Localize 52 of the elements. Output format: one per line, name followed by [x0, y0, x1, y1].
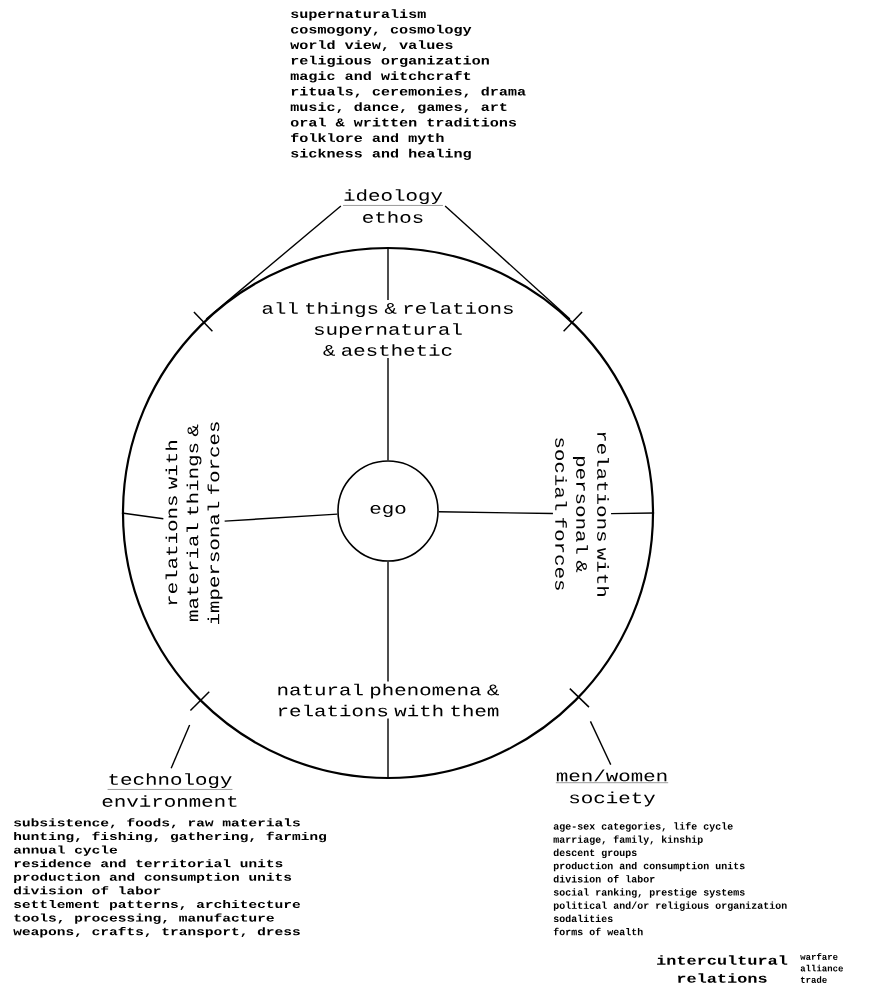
domain-label: relations with material things & impersonal forces — [165, 422, 223, 625]
node-label: religious organization — [291, 55, 489, 67]
node-label: oral & written traditions — [290, 117, 517, 127]
node-label: production and consumption units — [14, 872, 292, 884]
connector-line — [223, 513, 338, 522]
node-label: marriage, family, kinship — [553, 835, 703, 845]
node-label: social ranking, prestige systems — [553, 888, 745, 898]
node-label: folklore and myth — [291, 133, 444, 145]
connector-line — [387, 717, 389, 780]
heading-label: intercultural relations — [657, 955, 788, 983]
topic-list: warfare alliance trade — [800, 953, 843, 983]
node-label: supernaturalism — [291, 9, 426, 21]
node-label: annual cycle — [13, 845, 118, 856]
node-label: subsistence, foods, raw materials — [14, 818, 300, 829]
node-label: production and consumption units — [553, 861, 745, 872]
connector-line — [444, 205, 571, 320]
domain-label: natural phenomena & relations with them — [278, 683, 499, 717]
node-label: political and/or religious organization — [553, 901, 787, 911]
node-label: tools, processing, manufacture — [14, 913, 274, 924]
heading-label: men/women society — [555, 769, 669, 807]
connector-line — [121, 512, 165, 520]
heading-label: ideology ethos — [342, 189, 444, 223]
topic-list: age-sex categories, life cycle marriage, family, kinship descent groups production and consumption units division of labor social ranking, prestige systems political and/or religious organization sodalities forms of wealth — [553, 822, 787, 936]
node-label: residence and territorial units — [14, 859, 283, 868]
connector-line — [205, 205, 342, 320]
topic-list: subsistence, foods, raw materials hunting, fishing, gathering, farming annual cycle residence and territorial units production and consumption units division of labor settlement patterns, architecture tools, processing, manufacture weapons, crafts, transport, dress — [13, 818, 327, 938]
domain-label: all things & relations supernatural & aesthetic — [262, 302, 513, 356]
connector-line — [170, 724, 191, 769]
node-label: magic and witchcraft — [290, 71, 471, 83]
node-label: weapons, crafts, transport, dress — [13, 927, 300, 938]
connector-line — [387, 561, 389, 683]
connector-line — [438, 511, 554, 515]
node-label: sickness and healing — [291, 148, 471, 160]
node-label: descent groups — [553, 848, 637, 859]
node-label: age-sex categories, life cycle — [553, 822, 733, 832]
connector-line — [610, 512, 655, 515]
node-label: division of labor — [553, 875, 655, 883]
node-label: forms of wealth — [553, 927, 643, 936]
topic-list: supernaturalism cosmogony, cosmology world view, values religious organization magic and witchcraft rituals, ceremonies, drama music, dance, games, art oral & written traditions folklore and myth sickness and healing — [290, 9, 526, 160]
heading-label: technology environment — [102, 773, 237, 807]
connector-line — [387, 246, 389, 301]
domain-label: relations with personal & social forces — [555, 432, 609, 596]
node-label: rituals, ceremonies, drama — [291, 86, 526, 98]
connector-line — [589, 720, 612, 766]
node-label: world view, values — [290, 40, 453, 52]
node-label: settlement patterns, architecture — [14, 899, 300, 911]
node-label: hunting, fishing, gathering, farming — [14, 831, 327, 843]
node-label: division of labor — [13, 886, 161, 895]
node-label: sodalities — [553, 914, 613, 923]
connector-line — [387, 357, 389, 461]
node-label: music, dance, games, art — [290, 102, 507, 114]
node-label: cosmogony, cosmology — [291, 24, 472, 36]
